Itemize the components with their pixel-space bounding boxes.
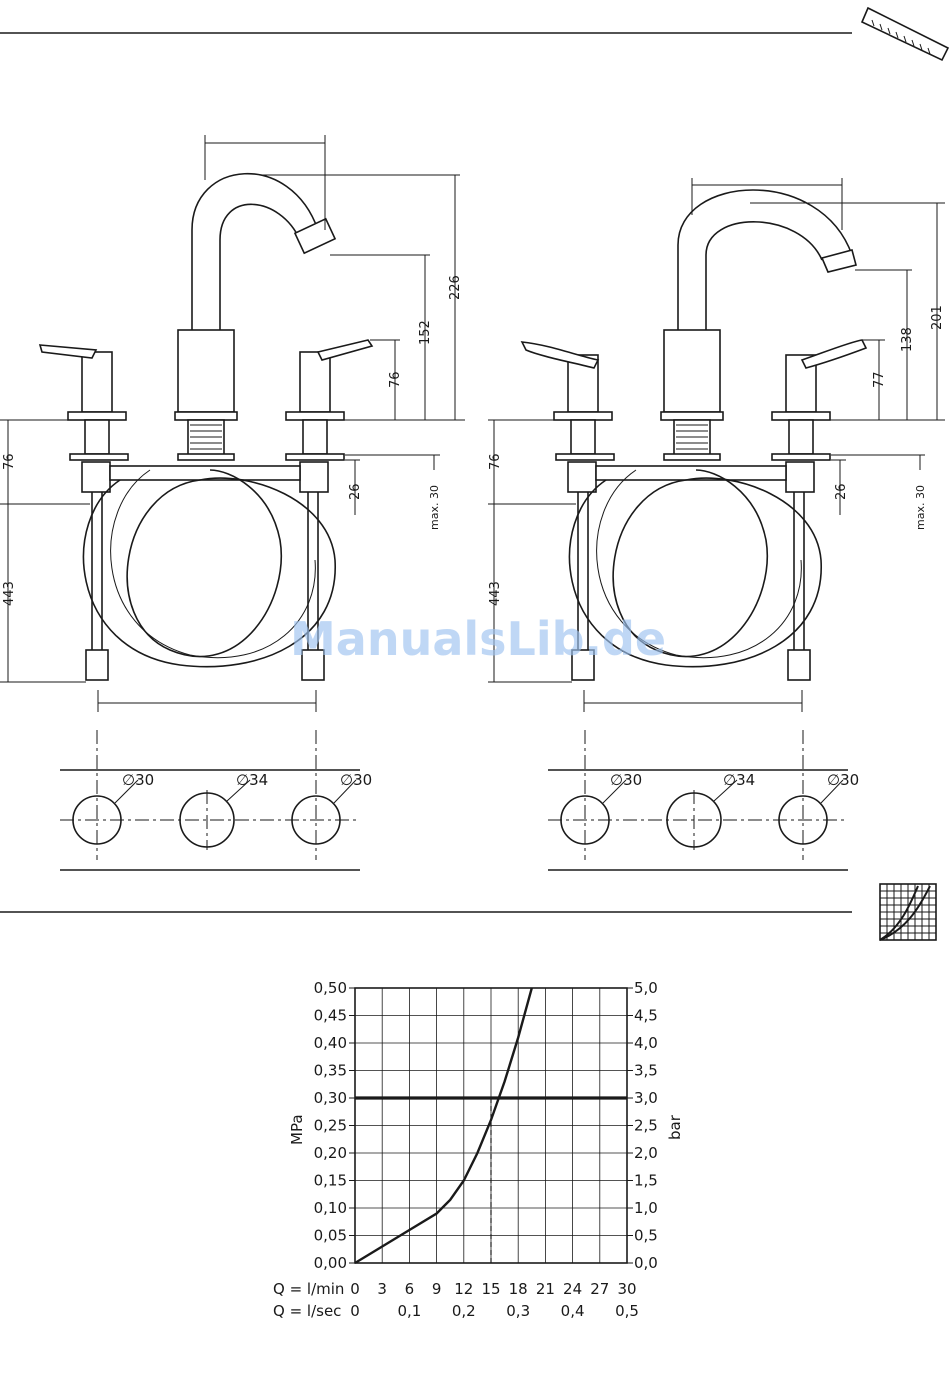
y-right-tick-label: 1,0 [634,1199,658,1217]
watermark: ManualsLib.de [290,612,666,666]
hole-left-2-label: ∅34 [236,771,268,789]
ruler-icon [862,8,948,60]
y-left-tick-label: 0,30 [314,1089,347,1107]
x-lmin-tick-label: 12 [454,1280,473,1298]
hole-left-3-label: ∅30 [340,771,372,789]
y-left-tick-label: 0,50 [314,979,347,997]
y-right-tick-label: 3,0 [634,1089,658,1107]
y-left-tick-label: 0,35 [314,1062,347,1080]
hole-right-3-label: ∅30 [827,771,859,789]
spout-outline [192,174,318,330]
flow-pressure-chart: 0,000,050,100,150,200,250,300,350,400,45… [273,979,684,1320]
dim-outlet-height-left: 152 [418,320,433,345]
x-lmin-tick-label: 15 [481,1280,500,1298]
y-right-tick-label: 0,5 [634,1227,658,1245]
dim-spout-height-left: 226 [448,275,463,300]
hole-left-1-label: ∅30 [122,771,154,789]
y-right-tick-label: 4,5 [634,1007,658,1025]
hole-right-1-label: ∅30 [610,771,642,789]
dim-deck-depth-left: 76 [2,453,17,470]
x-lmin-tick-label: 30 [617,1280,636,1298]
dim-handle-height-right: 77 [872,371,887,388]
dim-handle-height-left: 76 [388,371,403,388]
x-lmin-tick-label: 21 [536,1280,555,1298]
dim-spout-height-right: 201 [930,305,945,330]
x-lsec-tick-label: 0,5 [615,1302,639,1320]
hole-layout-right: ∅30 ∅34 ∅30 [548,730,859,870]
y-right-tick-label: 4,0 [634,1034,658,1052]
dim-clearance-left: 26 [348,483,363,500]
y-left-tick-label: 0,25 [314,1117,347,1135]
y-left-tick-label: 0,40 [314,1034,347,1052]
x-lmin-tick-label: 27 [590,1280,609,1298]
x-lsec-tick-label: 0,2 [452,1302,476,1320]
x-lsec-label: Q = l/sec [273,1302,341,1320]
dim-max-deck-right: max. 30 [914,485,927,530]
dim-deck-depth-right: 76 [488,453,503,470]
x-lmin-tick-label: 0 [350,1280,360,1298]
x-lmin-tick-label: 6 [405,1280,415,1298]
y-left-tick-label: 0,05 [314,1227,347,1245]
left-axis-label: MPa [288,1114,306,1145]
x-lsec-tick-label: 0 [350,1302,360,1320]
y-left-tick-label: 0,15 [314,1172,347,1190]
dim-max-deck-left: max. 30 [428,485,441,530]
y-left-tick-label: 0,20 [314,1144,347,1162]
faucet-drawing-right [522,190,866,680]
y-right-tick-label: 1,5 [634,1172,658,1190]
y-right-tick-label: 0,0 [634,1254,658,1272]
x-lsec-tick-label: 0,4 [561,1302,585,1320]
y-left-tick-label: 0,00 [314,1254,347,1272]
graph-icon [880,884,936,940]
x-lmin-tick-label: 3 [377,1280,387,1298]
chart-ticks: 0,000,050,100,150,200,250,300,350,400,45… [314,979,658,1320]
faucet-drawing-left [40,174,372,680]
y-left-tick-label: 0,45 [314,1007,347,1025]
x-lmin-label: Q = l/min [273,1280,344,1298]
right-axis-label: bar [666,1114,684,1140]
hole-right-2-label: ∅34 [723,771,755,789]
x-lsec-tick-label: 0,3 [506,1302,530,1320]
y-right-tick-label: 5,0 [634,979,658,997]
y-right-tick-label: 2,0 [634,1144,658,1162]
dim-clearance-right: 26 [834,483,849,500]
y-left-tick-label: 0,10 [314,1199,347,1217]
x-lmin-tick-label: 18 [509,1280,528,1298]
x-lmin-tick-label: 24 [563,1280,582,1298]
y-right-tick-label: 3,5 [634,1062,658,1080]
y-right-tick-label: 2,5 [634,1117,658,1135]
x-lmin-tick-label: 9 [432,1280,442,1298]
dim-outlet-height-right: 138 [900,327,915,352]
x-lsec-tick-label: 0,1 [397,1302,421,1320]
dim-hose-length-right: 443 [488,581,503,606]
dim-hose-length-left: 443 [2,581,17,606]
hole-layout-left: ∅30 ∅34 ∅30 [60,730,372,870]
